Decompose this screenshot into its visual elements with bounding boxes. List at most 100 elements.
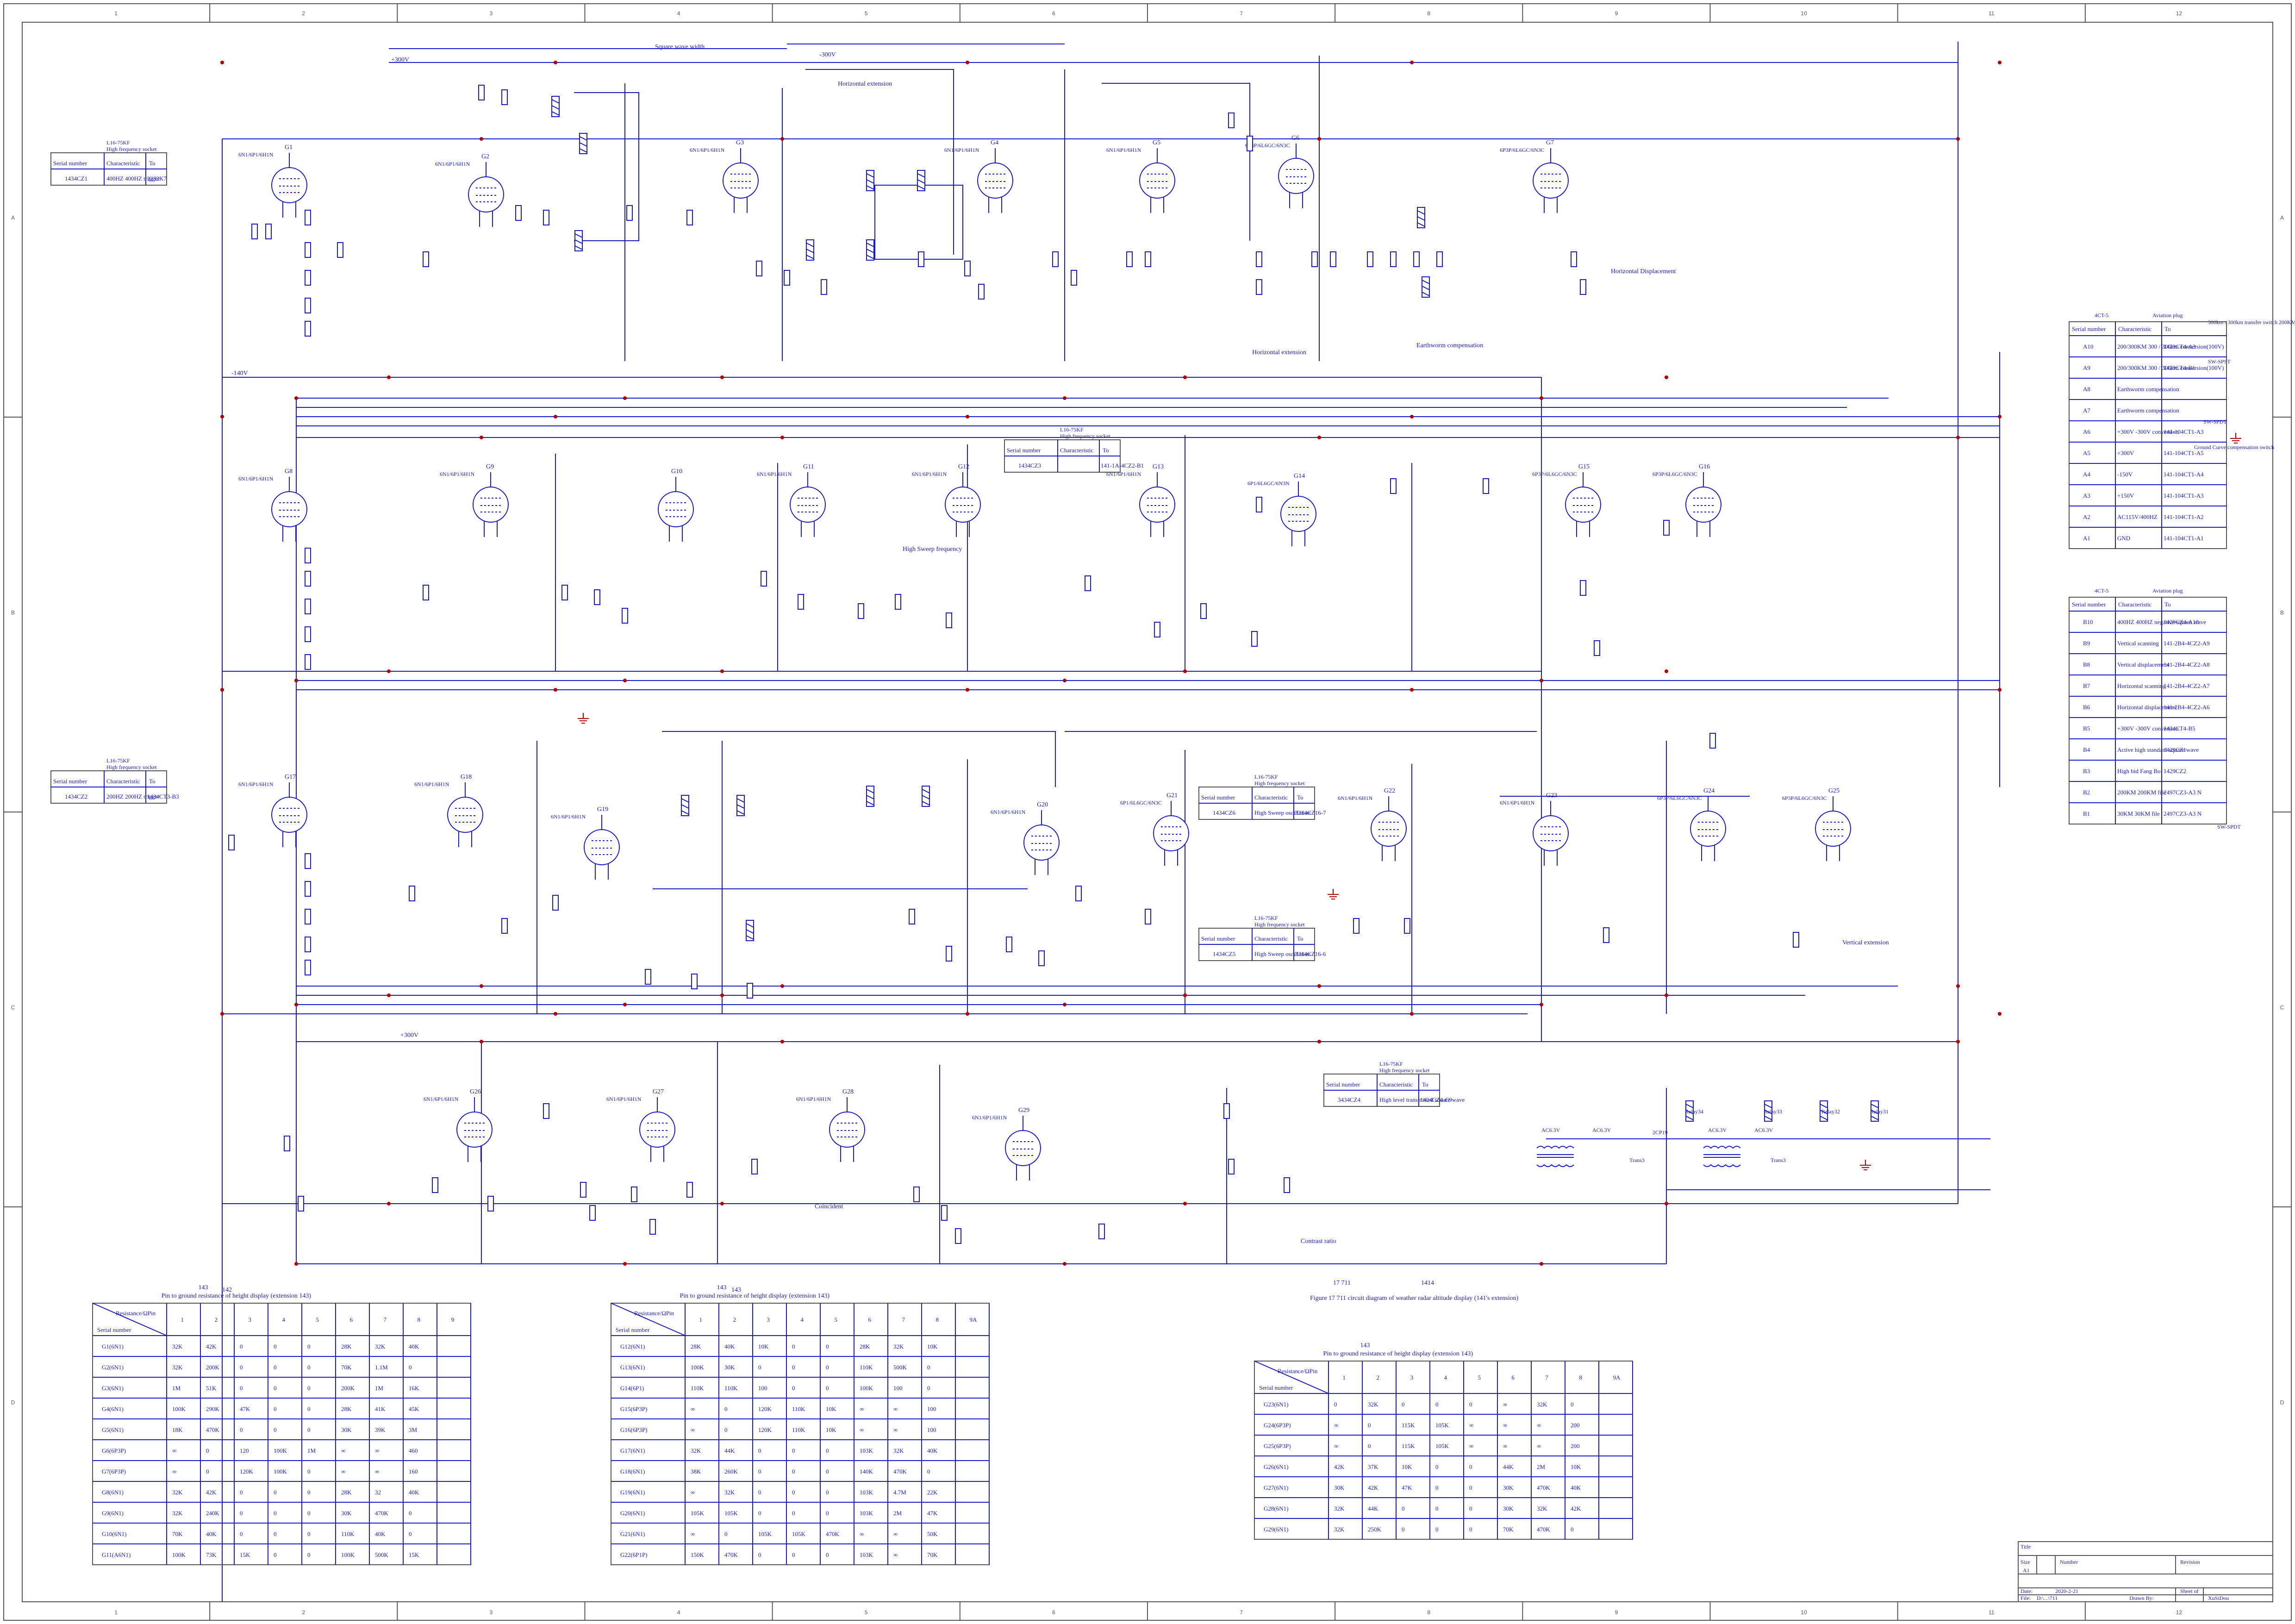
junction-dot	[1410, 415, 1414, 418]
tube-type-label: 6P3P/6L6GC/6N3C	[1782, 795, 1827, 801]
junction-dot	[966, 61, 969, 64]
socket-serial-label: Serial number	[1201, 935, 1235, 942]
relay-coil-symbol	[1764, 1100, 1772, 1122]
drawn-label: Drawn By:	[2129, 1595, 2154, 1601]
socket-to-label: To	[149, 778, 156, 785]
junction-dot	[554, 1012, 557, 1016]
plug-pin: B7	[2083, 682, 2090, 689]
resistor-symbol	[1228, 112, 1235, 128]
plug-characteristic: GND	[2117, 535, 2130, 542]
relay-coil-symbol	[681, 795, 689, 816]
relay-coil-symbol	[922, 786, 930, 807]
plug-characteristic: +150V	[2117, 492, 2134, 499]
junction-dot	[220, 415, 224, 418]
row-marker-left: B	[11, 610, 15, 616]
table-cell: 44K	[1503, 1463, 1514, 1470]
transformer-label-5: Trans3	[1629, 1157, 1645, 1163]
resistor-symbol	[798, 594, 804, 610]
file-value: D:\...\711	[2037, 1595, 2058, 1601]
table-cell: 140K	[860, 1468, 873, 1475]
socket-desc: High frequency socket	[1060, 433, 1110, 439]
table-number: 143	[199, 1284, 208, 1291]
table-col-header: 6	[868, 1316, 872, 1323]
resistor-symbol	[631, 1187, 637, 1202]
plug-pin: B9	[2083, 640, 2090, 647]
table-cell: 0	[758, 1551, 761, 1558]
junction-dot	[1540, 1003, 1543, 1006]
table-cell: 0	[758, 1468, 761, 1475]
table-cell: 32K	[172, 1343, 183, 1350]
junction-dot	[1063, 1262, 1066, 1266]
table-title: Pin to ground resistance of height displ…	[1323, 1350, 1473, 1357]
table-cell: 28K	[860, 1343, 870, 1350]
table-row-label: G25(6P3P)	[1264, 1443, 1291, 1449]
annotation-coincident: Coincident	[815, 1203, 843, 1210]
transformer-label-2: AC6.3V	[1592, 1127, 1611, 1133]
junction-dot	[294, 1262, 298, 1266]
table-col-header: 2	[215, 1316, 218, 1323]
resistor-symbol	[423, 251, 429, 267]
plug-to: 141-2B4-4CZ2-A8	[2164, 661, 2210, 668]
column-marker-bottom: 8	[1427, 1609, 1430, 1616]
column-marker-bottom: 2	[302, 1609, 305, 1616]
plug-characteristic: Earthworm compensation	[2117, 386, 2179, 393]
tube-type-label: 6N1/6P1/6H1N	[440, 471, 475, 477]
resistor-symbol	[580, 1182, 586, 1198]
table-cell: 0	[1469, 1484, 1472, 1491]
table-cell: 0	[307, 1385, 311, 1392]
table-cell: 70K	[927, 1551, 938, 1558]
resistor-symbol	[1580, 279, 1586, 295]
socket-serial: 1434CZ3	[1018, 462, 1041, 469]
row-marker-left: C	[11, 1005, 15, 1011]
table-cell: 44K	[1368, 1505, 1378, 1512]
junction-dot	[1665, 375, 1668, 379]
table-cell: 160	[409, 1468, 418, 1475]
table-cell: 10K	[927, 1343, 938, 1350]
column-marker-bottom: 9	[1615, 1609, 1618, 1616]
junction-dot	[1063, 679, 1066, 682]
table-cell: 0	[1469, 1505, 1472, 1512]
resistor-symbol	[626, 205, 633, 221]
relay-label-31: Relay31	[1870, 1108, 1889, 1115]
resistor-symbol	[305, 270, 311, 286]
table-cell: 39K	[375, 1426, 386, 1433]
table-row-label: G27(6N1)	[1264, 1484, 1288, 1491]
junction-dot	[1956, 984, 1960, 988]
table-row-label: G22(6P1P)	[620, 1551, 648, 1558]
table-cell: 15K	[409, 1551, 419, 1558]
column-marker-bottom: 1	[114, 1609, 118, 1616]
table-cell: 0	[792, 1489, 795, 1496]
junction-dot	[480, 1040, 483, 1043]
table-cell: 0	[274, 1551, 277, 1558]
transformer-label-4: AC6.3V	[1754, 1127, 1773, 1133]
plug-characteristic: AC115V/400HZ	[2117, 513, 2158, 520]
socket-char-label: Characteristic	[1379, 1081, 1413, 1088]
table-row-label: G14(6P1)	[620, 1385, 644, 1392]
resistor-symbol	[1390, 478, 1397, 494]
table-row-label: G1(6N1)	[102, 1343, 124, 1350]
table-row-label: G29(6N1)	[1264, 1526, 1288, 1533]
table-row-label: G13(6N1)	[620, 1364, 645, 1371]
junction-dot	[1998, 61, 2002, 64]
table-cell: 0	[307, 1489, 311, 1496]
table-cell: 30K	[1503, 1505, 1514, 1512]
table-cell: 470K	[1537, 1526, 1551, 1533]
junction-dot	[387, 669, 391, 673]
table-cell: 32K	[893, 1343, 904, 1350]
annotation-horizontal-displacement: Horizontal Displacement	[1611, 268, 1676, 275]
table-cell: 0	[1402, 1505, 1405, 1512]
table-cell: 1M	[172, 1385, 181, 1392]
resistor-symbol	[337, 242, 343, 258]
row-marker-right: D	[2280, 1399, 2284, 1406]
bottom-number-2: 143	[731, 1287, 741, 1293]
